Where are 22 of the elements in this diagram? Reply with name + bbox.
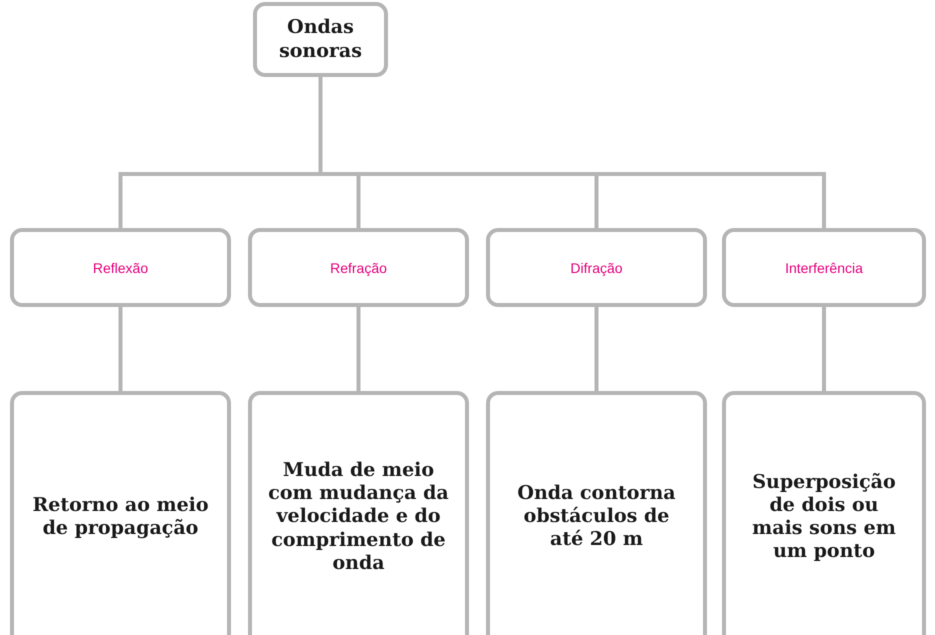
description-box	[486, 391, 707, 635]
connector-line	[356, 307, 360, 391]
category-label: Difração	[570, 260, 623, 276]
description-box	[722, 391, 926, 635]
description-text: Retorno ao meio de propagação	[31, 494, 210, 540]
category-box	[486, 228, 707, 307]
category-label: Interferência	[785, 260, 863, 276]
description-text: Superposição de dois ou mais sons em um ponto	[751, 470, 897, 564]
category-box	[722, 228, 926, 307]
description-box	[248, 391, 469, 635]
description-text: Muda de meio com mudança da velocidade e do comprimento de onda	[267, 459, 450, 575]
connector-line	[822, 307, 826, 391]
description-text: Onda contorna obstáculos de até 20 m	[516, 482, 677, 552]
description-box	[10, 391, 231, 635]
category-box	[248, 228, 469, 307]
connector-line	[594, 307, 598, 391]
topic-box	[253, 2, 388, 77]
connector-line	[118, 307, 122, 391]
category-box	[10, 228, 231, 307]
topic-title: Ondas sonoras	[278, 16, 363, 64]
category-label: Reflexão	[92, 260, 148, 276]
category-label: Refração	[330, 260, 387, 276]
